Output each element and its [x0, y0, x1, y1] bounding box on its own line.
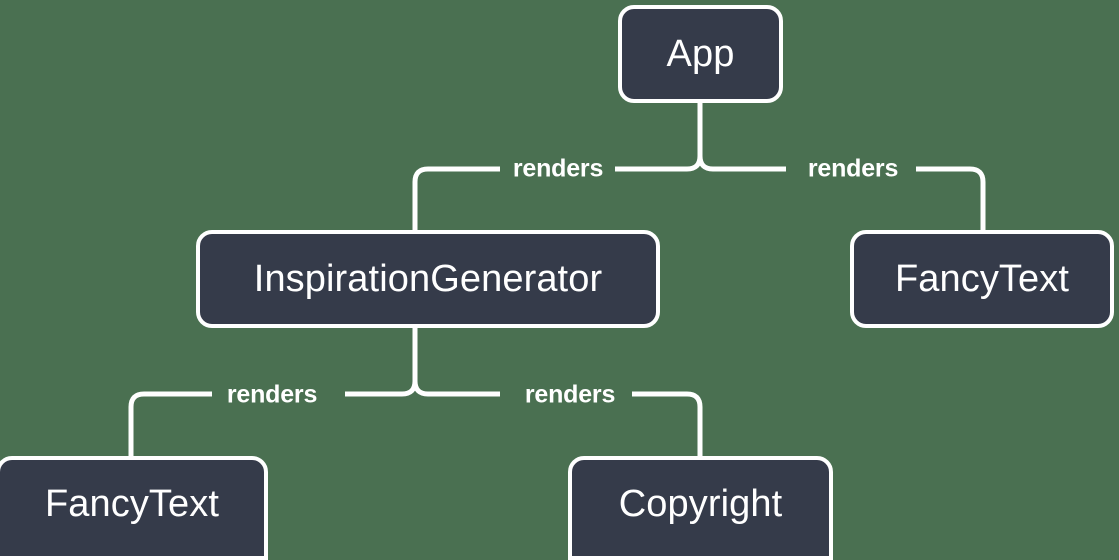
edge-label-app-inspirationgenerator: renders: [512, 154, 604, 183]
edge-label-inspirationgenerator-copyright: renders: [524, 380, 616, 409]
edge-label-inspirationgenerator-fancytext-left: renders: [226, 380, 318, 409]
edge-label-app-fancytext-right: renders: [807, 154, 899, 183]
node-fancytext-right-label: FancyText: [894, 257, 1070, 300]
node-fancytext-left[interactable]: FancyText: [0, 456, 268, 560]
node-copyright[interactable]: Copyright: [568, 456, 833, 560]
node-app-label: App: [666, 32, 735, 75]
node-fancytext-right[interactable]: FancyText: [850, 230, 1114, 328]
wire-app-to-fancytext-right: [916, 166, 986, 230]
wire-app-junction-left: [615, 155, 703, 172]
node-inspirationgenerator[interactable]: InspirationGenerator: [196, 230, 660, 328]
wire-inspgen-junction-left: [345, 380, 418, 397]
wire-inspirationgenerator-to-copyright: [632, 391, 703, 456]
wire-app-junction-right: [697, 155, 786, 172]
node-inspirationgenerator-label: InspirationGenerator: [253, 257, 603, 300]
node-fancytext-left-label: FancyText: [44, 482, 220, 525]
node-app[interactable]: App: [618, 5, 783, 103]
wire-inspgen-junction-right: [412, 380, 500, 397]
node-copyright-label: Copyright: [618, 482, 783, 525]
wire-app-to-inspirationgenerator: [412, 166, 500, 230]
wire-inspirationgenerator-to-fancytext-left: [128, 391, 212, 456]
